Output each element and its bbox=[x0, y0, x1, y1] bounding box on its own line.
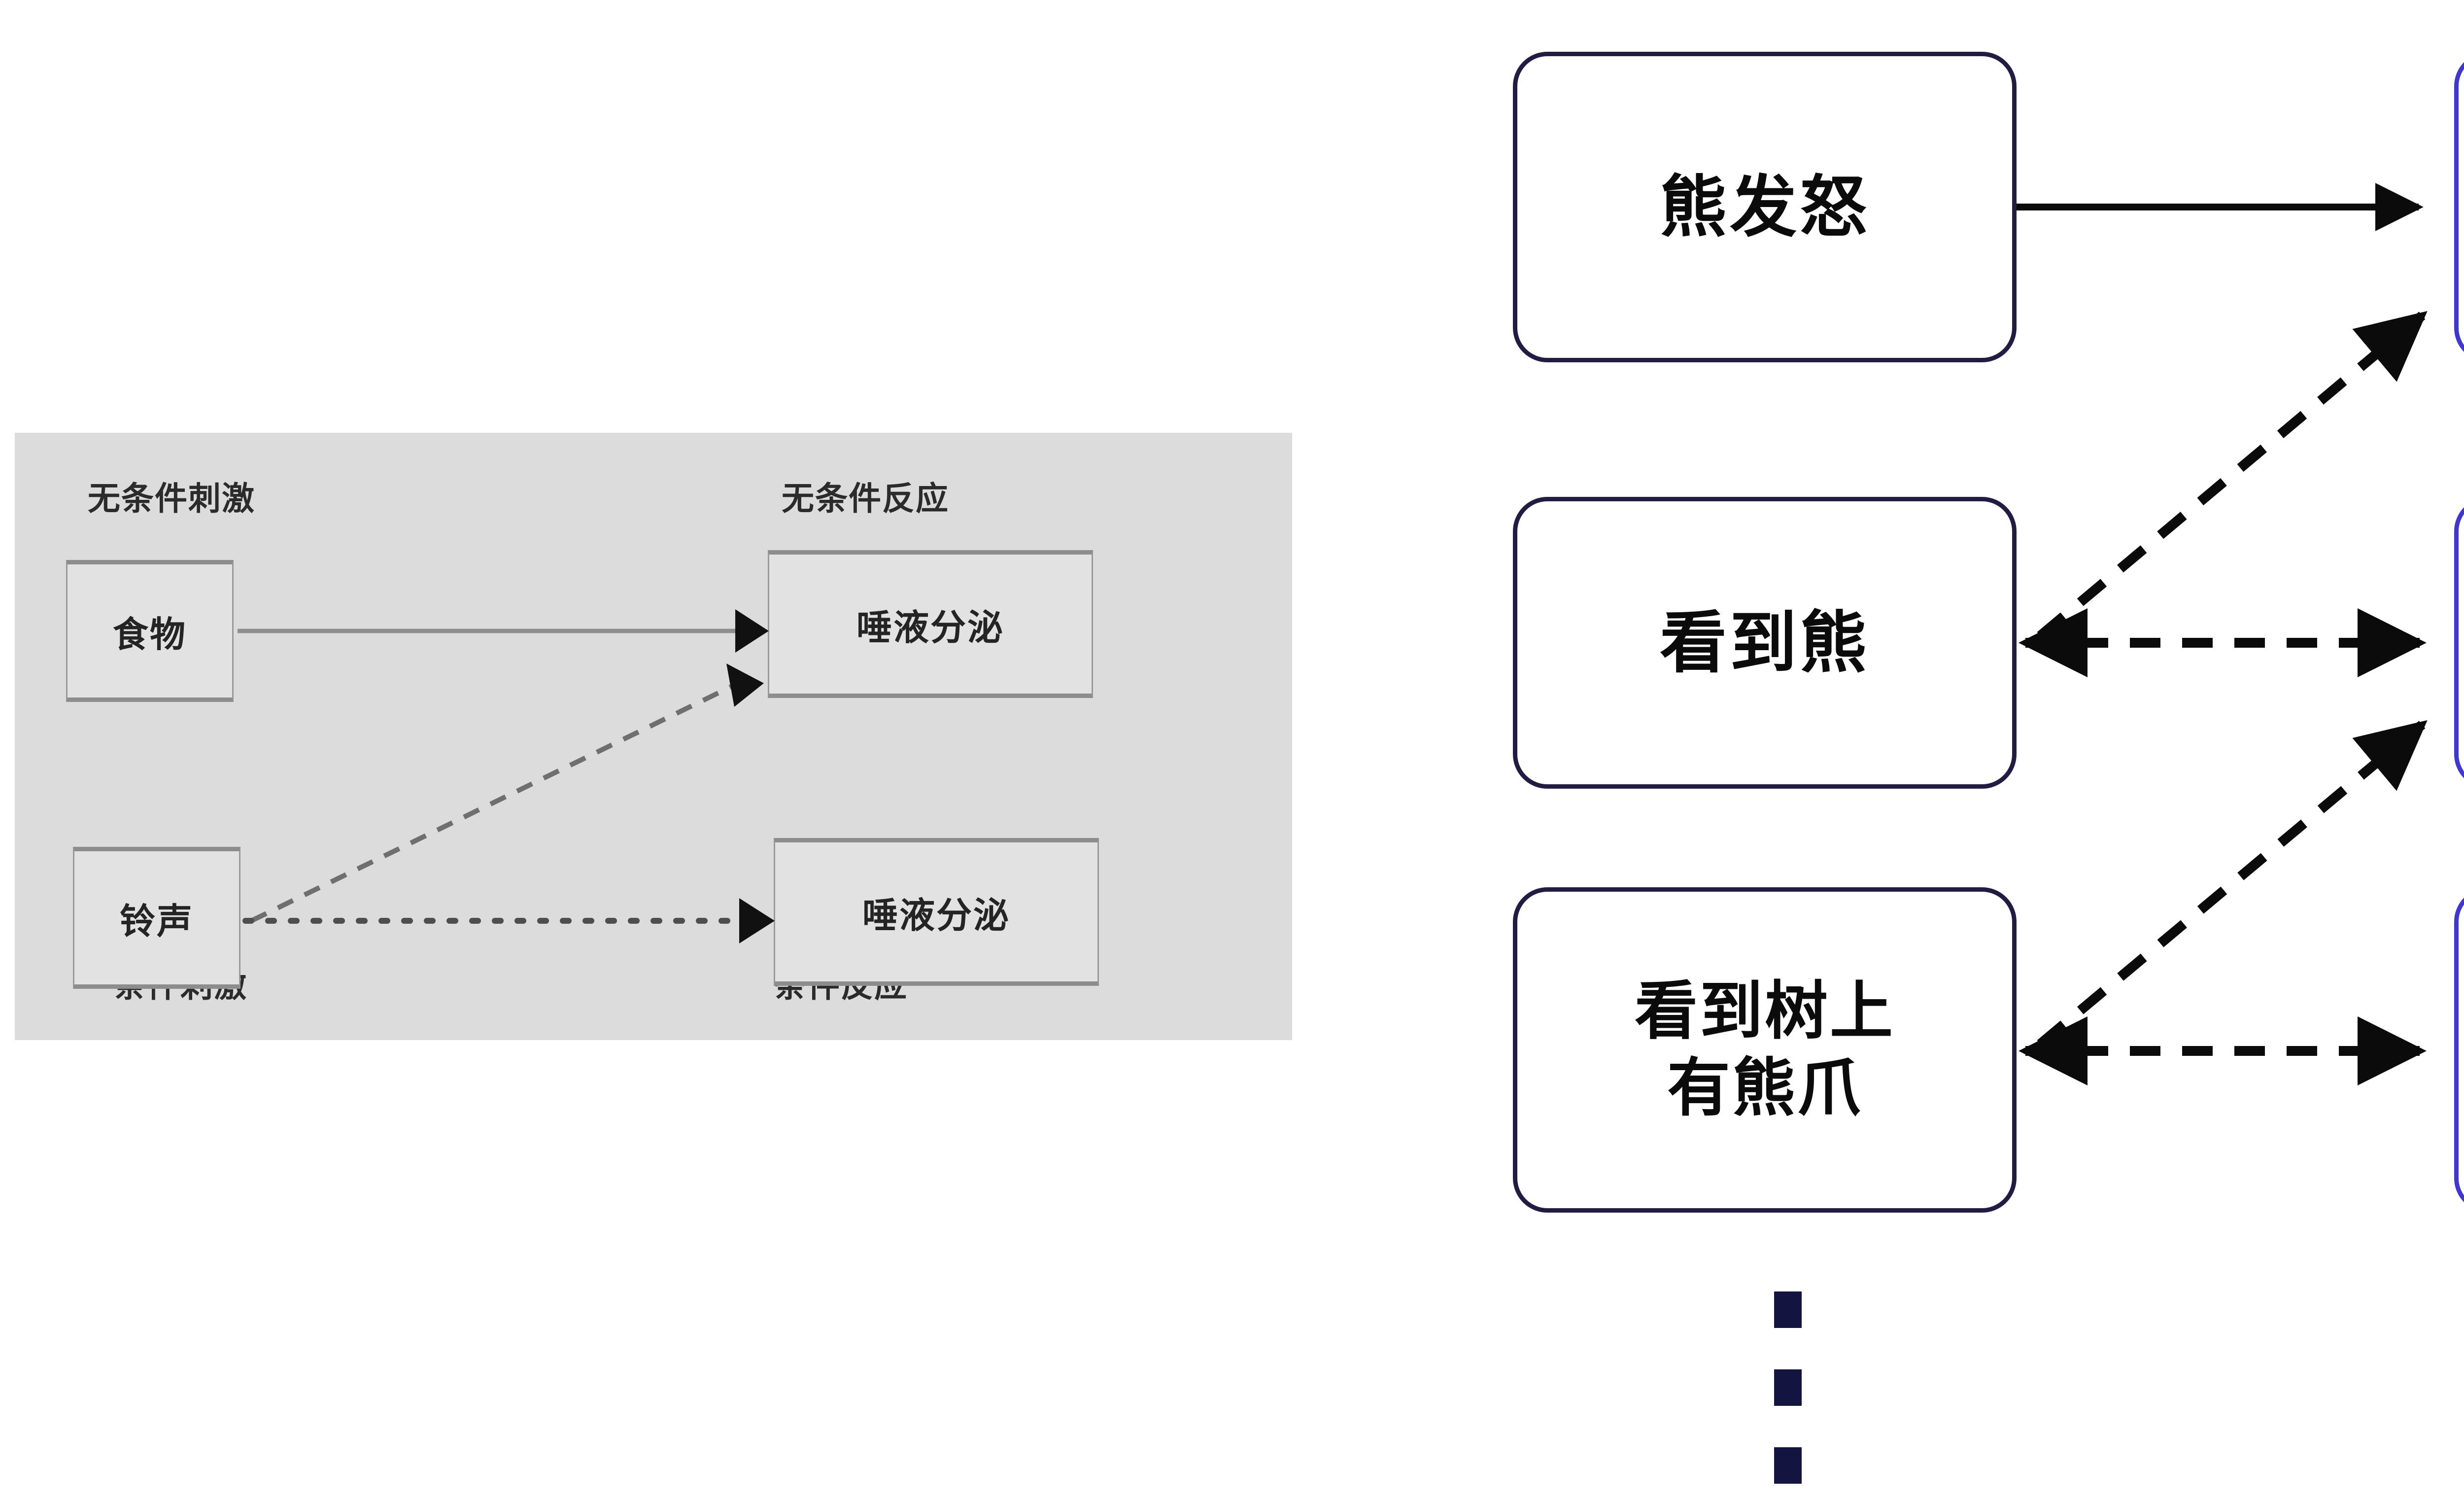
node-see-bear-label: 看到熊 bbox=[1660, 605, 1870, 680]
caption-unconditioned-stimulus: 无条件刺激 bbox=[88, 480, 255, 517]
ellipsis-dot bbox=[1774, 1291, 1802, 1328]
cc-arrowhead-food bbox=[735, 609, 769, 653]
ellipsis-dot bbox=[1774, 1447, 1802, 1484]
edge-see-claw-to-v-s-prime bbox=[2037, 720, 2428, 1048]
cc-box-salivation-conditioned: 唾液分泌 bbox=[774, 838, 1099, 986]
node-see-bear[interactable]: 看到熊 bbox=[1513, 497, 2017, 789]
node-v-s[interactable]: V(s) bbox=[2454, 887, 2464, 1213]
cc-box-food: 食物 bbox=[66, 560, 234, 702]
node-bear-angry[interactable]: 熊发怒 bbox=[1513, 52, 2017, 362]
edge-see-bear-to-reward bbox=[2037, 311, 2428, 640]
caption-unconditioned-response: 无条件反应 bbox=[782, 480, 949, 517]
node-v-s-prime[interactable]: V(s′) bbox=[2454, 497, 2464, 789]
node-bear-angry-label: 熊发怒 bbox=[1660, 169, 1870, 244]
node-reward[interactable]: 奖励 bbox=[2454, 52, 2464, 362]
ellipsis-dot bbox=[1774, 1369, 1802, 1406]
node-see-claw-label: 看到树上 有熊爪 bbox=[1634, 976, 1895, 1123]
cc-box-bell: 铃声 bbox=[73, 847, 240, 989]
classical-conditioning-panel: 无条件刺激 无条件反应 条件刺激 条件反应 食物 铃声 唾液分泌 唾液分泌 bbox=[15, 433, 1292, 1040]
ellipsis-left-column bbox=[1774, 1291, 1802, 1484]
cc-arrowhead-bell-diagonal bbox=[726, 663, 764, 707]
cc-arrowhead-bell-horizontal bbox=[739, 898, 775, 943]
cc-box-salivation-unconditioned: 唾液分泌 bbox=[768, 550, 1093, 698]
cc-edge-bell-to-salivation-top bbox=[250, 683, 736, 923]
node-see-claw[interactable]: 看到树上 有熊爪 bbox=[1513, 887, 2017, 1213]
cc-edge-layer bbox=[238, 609, 775, 943]
